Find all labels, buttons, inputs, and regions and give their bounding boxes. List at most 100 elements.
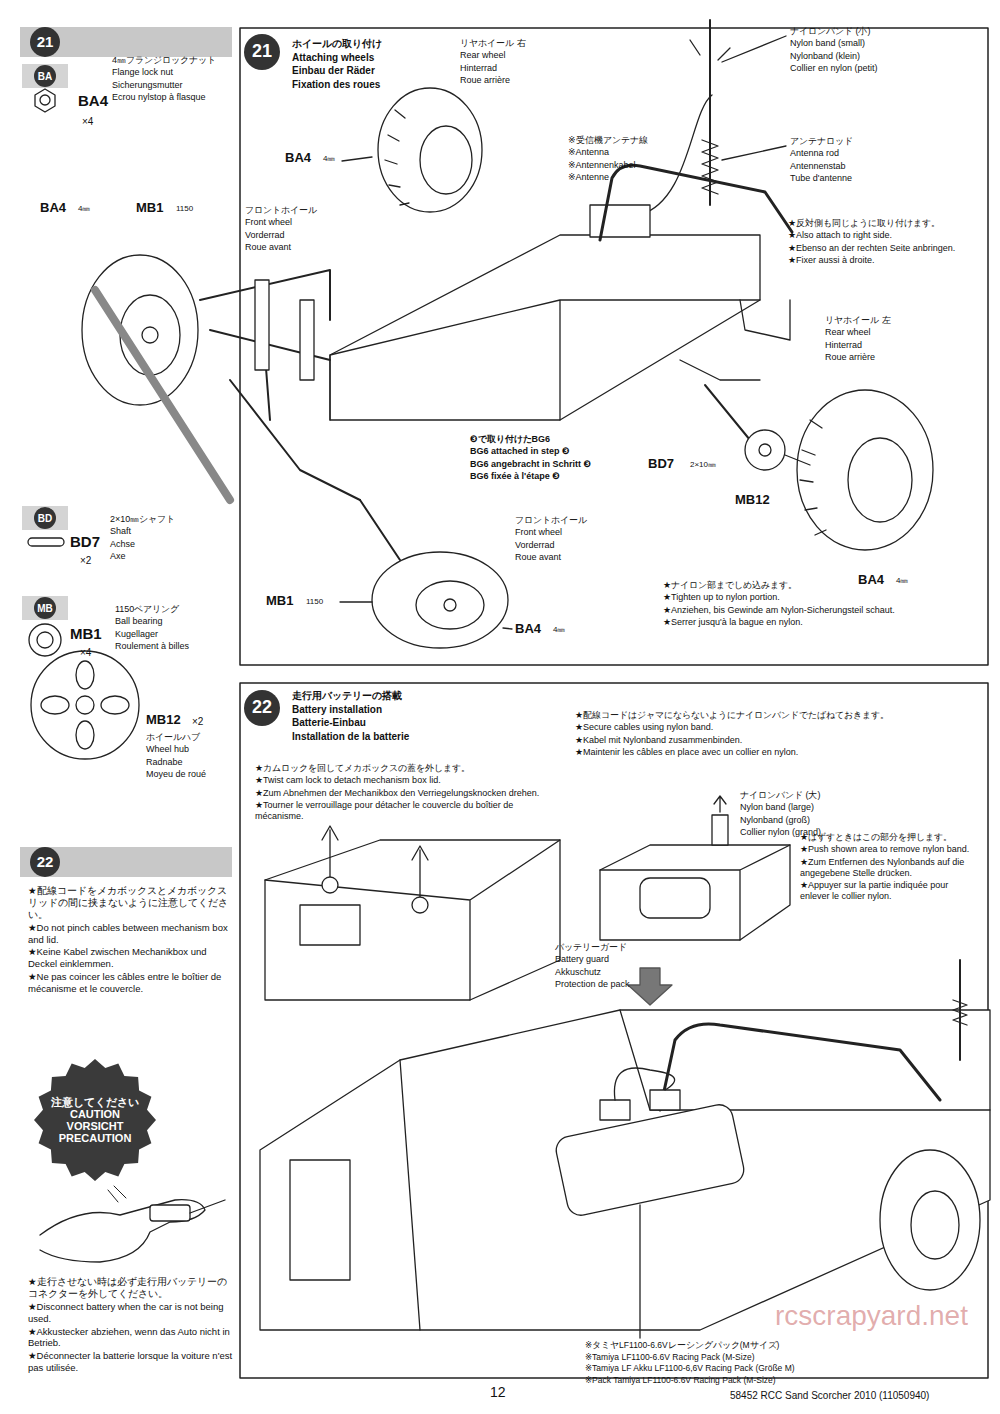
annotation-text: BG6 angebracht in Schritt ❸	[470, 459, 635, 470]
annotation-text: Nylonband (groß)	[740, 815, 890, 826]
annotation-text: Nylon band (large)	[740, 802, 890, 813]
annotation-text: Einbau der Räder	[292, 65, 452, 78]
annotation-text: ★Maintenir les câbles en place avec un c…	[575, 747, 980, 758]
annotation-text: Roue avant	[515, 552, 615, 563]
annotation-text: ★Twist cam lock to detach mechanism box …	[255, 775, 555, 786]
annotation-text: バッテリーガード	[555, 942, 665, 953]
annotation-text: Roulement à billes	[115, 641, 235, 652]
annotation-text: リヤホイール 左	[825, 315, 935, 326]
part-code: BA4	[285, 150, 325, 166]
annotation-text: アンテナロッド	[790, 136, 920, 147]
part-code: BD7	[70, 533, 110, 552]
annotation-text: Radnabe	[146, 757, 236, 768]
annotation-text: Axe	[110, 551, 230, 562]
annotation-text: Battery installation	[292, 704, 462, 717]
annotation-text: ※Antenne	[568, 172, 678, 183]
annotation-text: ★配線コードをメカボックスとメカボックスリッドの間に挟まないように注意してくださ…	[28, 885, 233, 921]
annotation-text: 4㎜	[553, 625, 583, 635]
annotation-text: 4㎜	[78, 204, 108, 214]
annotation-text: ※タミヤLF1100-6.6Vレーシングパック(Mサイズ)	[585, 1340, 885, 1351]
annotation-text: Protection de pack	[555, 979, 665, 990]
annotation-text: Attaching wheels	[292, 52, 452, 65]
annotation-text: ※Tamiya LF1100-6.6V Racing Pack (M-Size)	[585, 1352, 885, 1363]
annotation-text: 1150ベアリング	[115, 604, 235, 615]
annotation-text: ★カムロックを回してメカボックスの蓋を外します。	[255, 763, 555, 774]
annotation-text: Wheel hub	[146, 744, 236, 755]
annotation-text: BG6 fixée à l'étape ❸	[470, 471, 635, 482]
annotation-text: 4㎜	[896, 576, 926, 586]
part-code: BA4	[40, 200, 80, 216]
part-code: BD7	[648, 456, 688, 472]
annotation-text: ★Appuyer sur la partie indiquée pour enl…	[800, 880, 975, 903]
annotation-text: ★Zum Entfernen des Nylonbands auf die an…	[800, 857, 975, 880]
annotation-text: ★Keine Kabel zwischen Mechanikbox und De…	[28, 946, 233, 970]
annotation-text: Sicherungsmutter	[112, 80, 237, 91]
annotation-text: ※Antennenkabel	[568, 160, 678, 171]
annotation-text: ★走行させない時は必ず走行用バッテリーのコネクターを外してください。	[28, 1276, 233, 1300]
step-badge: 21	[244, 34, 280, 70]
watermark: rcscrapyard.net	[775, 1298, 990, 1333]
annotation-text: 1150	[306, 597, 346, 607]
step-badge: MB	[34, 597, 56, 619]
annotation-text: Antenna rod	[790, 148, 920, 159]
annotation-text: ★Fixer aussi à droite.	[788, 255, 963, 266]
annotation-text: ★Zum Abnehmen der Mechanikbox den Verrie…	[255, 788, 555, 799]
step-badge: 21	[30, 27, 60, 57]
annotation-text: ★Kabel mit Nylonband zusammenbinden.	[575, 735, 980, 746]
annotation-text: ※Pack Tamiya LF1100-6.6V Racing Pack (M-…	[585, 1375, 885, 1386]
annotation-text: ❸で取り付けたBG6	[470, 434, 635, 445]
caution-badge: 注意してくださいCAUTIONVORSICHTPRECAUTION	[33, 1058, 157, 1182]
annotation-text: Installation de la batterie	[292, 731, 462, 744]
part-code: MB12	[146, 712, 196, 728]
annotation-text: Akkuschutz	[555, 967, 665, 978]
annotation-text: Rear wheel	[825, 327, 935, 338]
step-number: MB	[37, 603, 53, 614]
annotation-text: Antennenstab	[790, 161, 920, 172]
annotation-text: ×4	[80, 647, 110, 660]
annotation-text: 4㎜	[323, 154, 353, 164]
annotation-text: ★Tighten up to nylon portion.	[663, 592, 898, 603]
annotation-text: 2×10㎜	[690, 460, 740, 470]
annotation-text: ★Anziehen, bis Gewinde am Nylon-Sicherun…	[663, 605, 898, 616]
annotation-text: ★Ne pas coincer les câbles entre le boît…	[28, 971, 233, 995]
annotation-text: ★Do not pinch cables between mechanism b…	[28, 922, 233, 946]
annotation-text: ★Push shown area to remove nylon band.	[800, 844, 975, 855]
annotation-text: ★Déconnecter la batterie lorsque la voit…	[28, 1350, 233, 1374]
annotation-text: Hinterrad	[825, 340, 935, 351]
annotation-text: Vorderrad	[245, 230, 345, 241]
step-badge: BA	[34, 65, 56, 87]
annotation-text: Shaft	[110, 526, 230, 537]
annotation-text: ★Ebenso an der rechten Seite anbringen.	[788, 243, 963, 254]
annotation-text: Roue arrière	[460, 75, 570, 86]
annotation-text: ×2	[192, 716, 222, 729]
step-number: 21	[252, 42, 272, 62]
annotation-text: ★はずすときはこの部分を押します。	[800, 832, 975, 843]
annotation-text: ホイールハブ	[146, 732, 236, 743]
annotation-text: Vorderrad	[515, 540, 615, 551]
caution-text: CAUTION	[70, 1108, 120, 1120]
annotation-text: ★反対側も同じように取り付けます。	[788, 218, 963, 229]
part-code: MB12	[735, 492, 785, 508]
annotation-text: Ecrou nylstop à flasque	[112, 92, 237, 103]
annotation-text: ナイロンバンド (小)	[790, 26, 940, 37]
annotation-text: Battery guard	[555, 954, 665, 965]
part-code: MB1	[266, 593, 306, 609]
annotation-text: ×2	[80, 555, 110, 568]
annotation-text: ※受信機アンテナ線	[568, 135, 678, 146]
annotation-text: Rear wheel	[460, 50, 570, 61]
annotation-text: ★配線コードはジャマにならないようにナイロンバンドでたばねておきます。	[575, 710, 980, 721]
annotation-text: 2×10㎜シャフト	[110, 514, 230, 525]
step-number: BA	[38, 71, 52, 82]
annotation-text: Hinterrad	[460, 63, 570, 74]
annotation-text: ★Secure cables using nylon band.	[575, 722, 980, 733]
annotation-text: Tube d'antenne	[790, 173, 920, 184]
annotation-text: Ball bearing	[115, 616, 235, 627]
part-code: BA4	[858, 572, 898, 588]
part-code: MB1	[70, 625, 110, 644]
annotation-text: ★Akkustecker abziehen, wenn das Auto nic…	[28, 1326, 233, 1350]
annotation-text: Nylon band (small)	[790, 38, 940, 49]
step-number: 22	[252, 698, 272, 718]
annotation-text: Nylonband (klein)	[790, 51, 940, 62]
annotation-text: ★Disconnect battery when the car is not …	[28, 1301, 233, 1325]
annotation-text: Roue avant	[245, 242, 345, 253]
